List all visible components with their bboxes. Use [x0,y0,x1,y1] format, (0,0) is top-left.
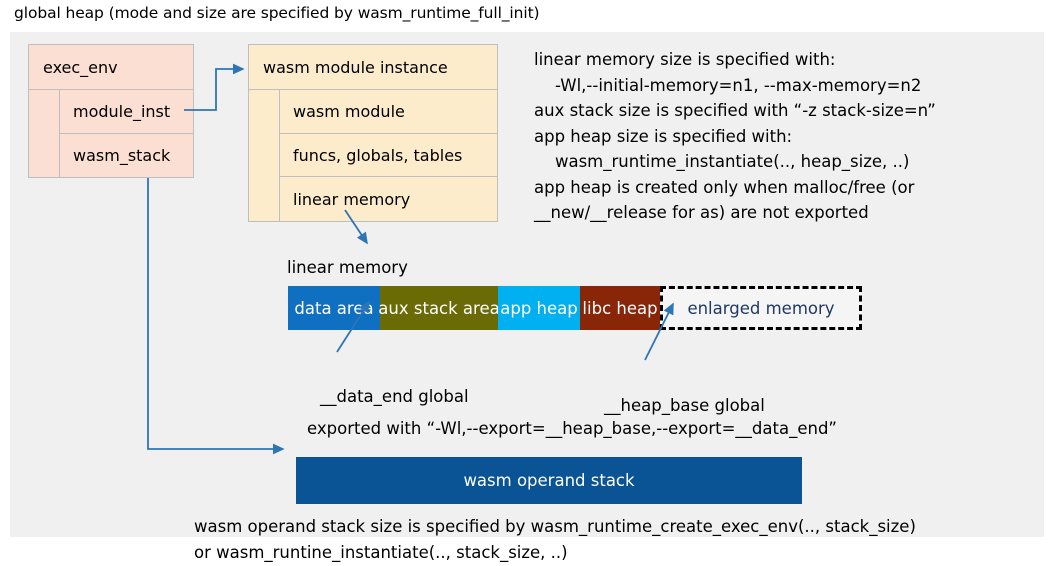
exec-env-fields: module_inst wasm_stack [60,90,193,177]
module-instance-gutter [249,90,280,221]
exec-env-gutter [29,90,60,177]
exec-env-field-wasm-stack: wasm_stack [60,133,193,177]
runtime-notes-text: linear memory size is specified with: -W… [534,50,936,222]
export-flags-note: exported with “-Wl,--export=__heap_base,… [307,419,837,438]
page-title: global heap (mode and size are specified… [14,4,540,22]
wasm-module-instance-box: wasm module instance wasm module funcs, … [248,44,498,222]
module-instance-fields: wasm module funcs, globals, tables linea… [280,90,497,221]
exec-env-body: module_inst wasm_stack [29,90,193,177]
module-instance-field-linear-memory: linear memory [280,177,497,221]
exec-env-field-module-inst: module_inst [60,90,193,134]
data-end-global-label: __data_end global [320,387,469,406]
module-instance-field-funcs-globals-tables: funcs, globals, tables [280,133,497,178]
operand-stack-caption: wasm operand stack size is specified by … [194,517,916,562]
wasm-operand-stack-bar: wasm operand stack [296,457,802,504]
module-instance-body: wasm module funcs, globals, tables linea… [249,90,497,221]
exec-env-header: exec_env [29,45,193,90]
memory-segment-libc-heap: libc heap [580,286,660,330]
diagram-canvas: exec_env module_inst wasm_stack wasm mod… [10,32,1044,562]
linear-memory-bar-label: linear memory [287,258,408,277]
module-instance-header: wasm module instance [249,45,497,90]
memory-segment-app-heap: app heap [498,286,580,330]
module-instance-field-wasm-module: wasm module [280,90,497,134]
memory-segment-enlarged-memory: enlarged memory [660,286,862,330]
memory-segment-aux-stack-area: aux stack area [378,286,500,330]
heap-base-global-label: __heap_base global [604,396,765,415]
linear-memory-bar: data area aux stack area app heap libc h… [288,286,862,330]
memory-segment-data-area: data area [288,286,380,330]
exec-env-box: exec_env module_inst wasm_stack [28,44,194,178]
